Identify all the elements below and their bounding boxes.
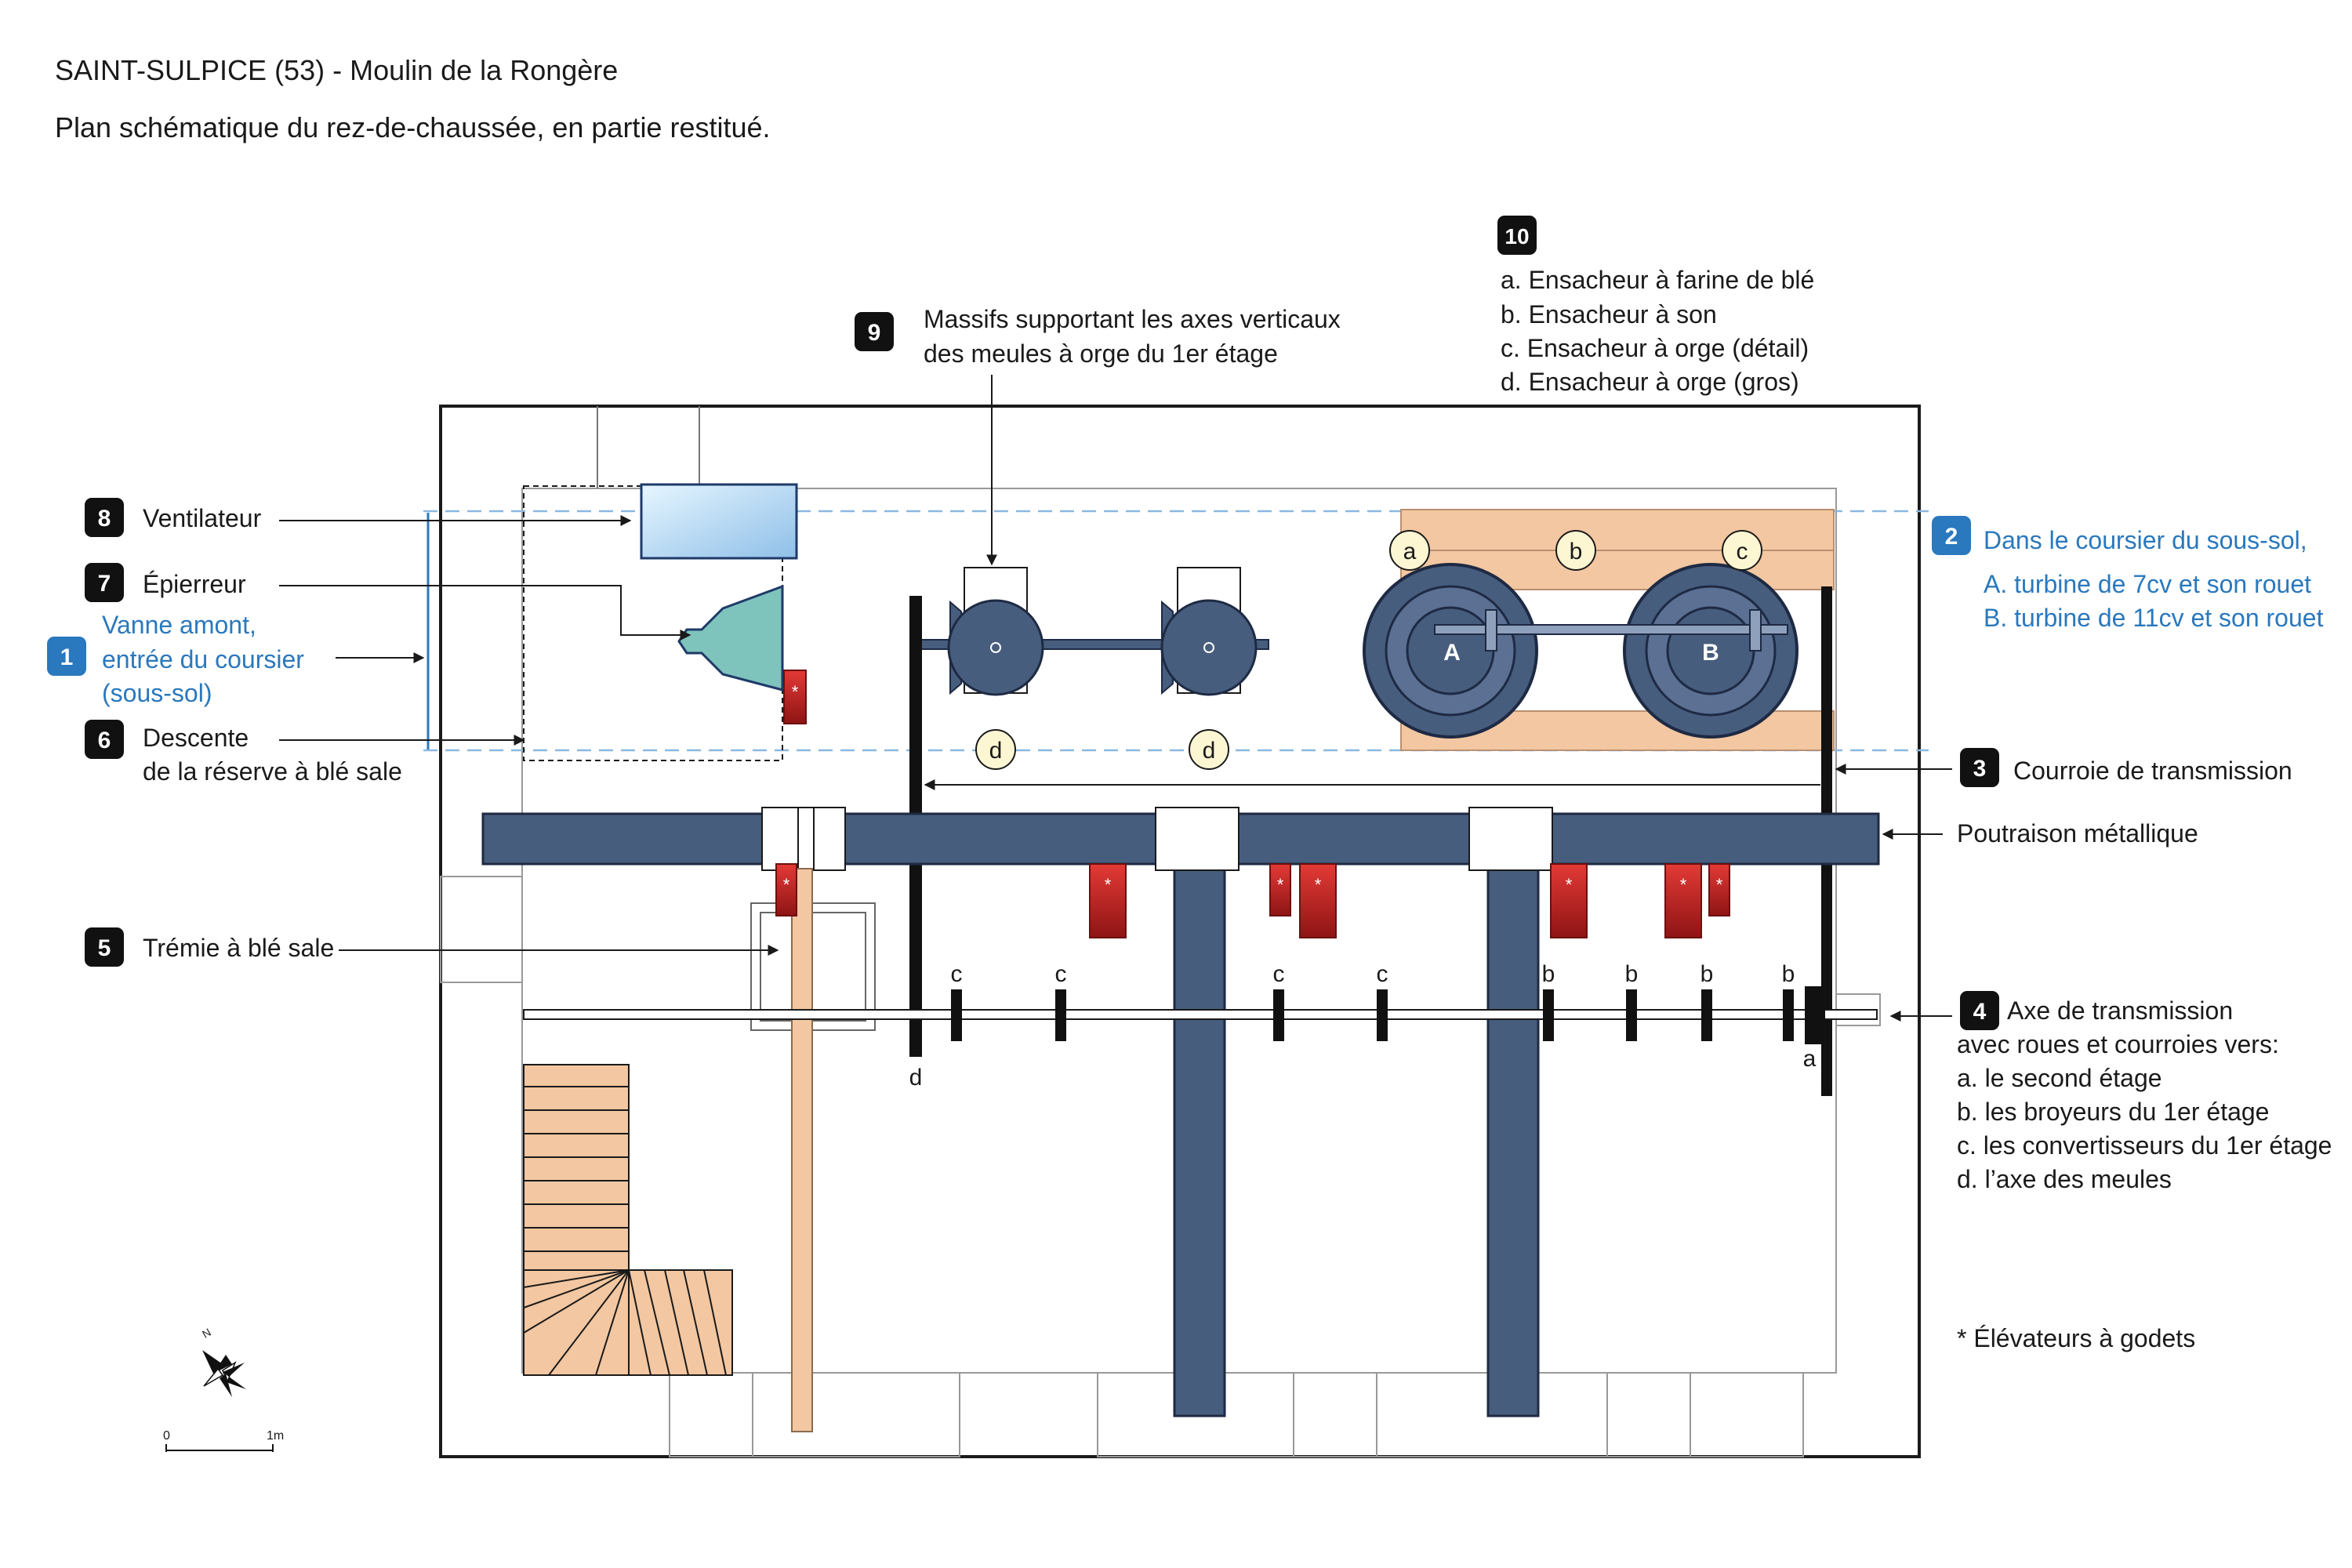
callout-9-num: 9	[868, 320, 881, 346]
scale-one: 1m	[267, 1429, 284, 1443]
callout-1-line3: (sous-sol)	[102, 679, 212, 707]
callout-10-line4: d. Ensacheur à orge (gros)	[1501, 368, 1799, 396]
bagger-b-label: b	[1570, 539, 1583, 564]
callout-10-line1: a. Ensacheur à farine de blé	[1501, 266, 1814, 294]
elevator-star: *	[1277, 875, 1284, 895]
callout-3-text: Courroie de transmission	[2013, 757, 2292, 785]
axis-mark-c: c	[951, 961, 963, 987]
tremie-ble-sale: *	[750, 863, 876, 1432]
north-arrow-icon: N	[200, 1326, 246, 1397]
callout-7-text: Épierreur	[143, 570, 246, 598]
poutraison-label: Poutraison métallique	[1957, 819, 2198, 848]
callout-2-num: 2	[1945, 524, 1958, 550]
callout-8: 8 Ventilateur	[85, 498, 262, 537]
page-subtitle: Plan schématique du rez-de-chaussée, en …	[55, 111, 771, 143]
axis-mark-b: b	[1700, 961, 1714, 987]
turbine-a-label: A	[1443, 640, 1461, 666]
callout-4-line4: b. les broyeurs du 1er étage	[1957, 1098, 2269, 1126]
callout-6-line2: de la réserve à blé sale	[143, 757, 402, 786]
callout-6: 6 Descente de la réserve à blé sale	[85, 720, 402, 786]
axis-mark-b: b	[1625, 961, 1639, 987]
bucket-elevators: * * * * * *	[1089, 863, 1730, 938]
callout-4-line6: d. l’axe des meules	[1957, 1165, 2172, 1193]
bagger-a-label: a	[1403, 539, 1417, 564]
axis-mark-b: b	[1542, 961, 1555, 987]
callout-7: 7 Épierreur	[85, 563, 246, 602]
callout-3: 3 Courroie de transmission	[1960, 748, 2292, 787]
callout-2-line2: A. turbine de 7cv et son rouet	[1984, 570, 2311, 598]
callout-10: 10 a. Ensacheur à farine de blé b. Ensac…	[1497, 216, 1814, 396]
elevator-star: *	[783, 875, 790, 895]
leader-lines	[279, 375, 1952, 1022]
epierreur: *	[677, 584, 807, 724]
ventilateur	[640, 483, 798, 560]
staircase	[523, 1064, 733, 1376]
callout-9: 9 Massifs supportant les axes verticaux …	[855, 305, 1341, 368]
callout-1-num: 1	[60, 644, 74, 670]
elevator-star: *	[1105, 875, 1112, 895]
callout-8-num: 8	[98, 506, 111, 532]
bagger-c-label: c	[1737, 539, 1748, 564]
turbines: A B	[1363, 509, 1835, 751]
callout-2: 2 Dans le coursier du sous-sol, A. turbi…	[1932, 516, 2324, 632]
callout-9-line2: des meules à orge du 1er étage	[924, 339, 1278, 368]
callout-4-line2: avec roues et courroies vers:	[1957, 1030, 2279, 1058]
baggers-abc: a b c	[1389, 530, 1762, 571]
callout-3-num: 3	[1973, 756, 1987, 782]
millstone-supports: d d	[915, 567, 1269, 770]
callout-7-num: 7	[98, 571, 111, 597]
callout-6-line1: Descente	[143, 724, 249, 752]
callout-4-line5: c. les convertisseurs du 1er étage	[1957, 1131, 2332, 1160]
bagger-d-label-left: d	[989, 738, 1003, 764]
elevateurs-note: * Élévateurs à godets	[1957, 1324, 2195, 1352]
callout-10-line3: c. Ensacheur à orge (détail)	[1501, 334, 1809, 362]
callout-5: 5 Trémie à blé sale	[85, 927, 334, 967]
bagger-d-label-right: d	[1203, 738, 1216, 764]
elevator-star: *	[792, 682, 799, 702]
axis-mark-c: c	[1273, 961, 1285, 987]
elevator-star: *	[1315, 875, 1322, 895]
callout-2-line3: B. turbine de 11cv et son rouet	[1984, 604, 2324, 632]
callout-1-line2: entrée du coursier	[102, 645, 304, 673]
callout-10-num: 10	[1504, 224, 1529, 249]
callout-9-line1: Massifs supportant les axes verticaux	[924, 305, 1341, 333]
callout-4-line1: Axe de transmission	[2007, 996, 2233, 1025]
callout-6-num: 6	[98, 728, 111, 753]
callout-10-line2: b. Ensacheur à son	[1501, 300, 1717, 328]
axis-mark-a: a	[1803, 1046, 1817, 1072]
axis-mark-c: c	[1377, 961, 1388, 987]
callout-2-line1: Dans le coursier du sous-sol,	[1984, 526, 2307, 554]
axis-mark-b: b	[1782, 961, 1795, 987]
callout-4-num: 4	[1973, 999, 1987, 1025]
scale-bar: 0 1m	[163, 1429, 284, 1452]
callout-8-text: Ventilateur	[143, 504, 262, 532]
axis-mark-d: d	[909, 1065, 923, 1091]
turbine-b-label: B	[1702, 640, 1719, 666]
callout-4-line3: a. le second étage	[1957, 1064, 2162, 1092]
page-title: SAINT-SULPICE (53) - Moulin de la Rongèr…	[55, 54, 618, 86]
compass-north: N	[200, 1326, 213, 1341]
callout-4: 4 Axe de transmission avec roues et cour…	[1957, 991, 2332, 1193]
callout-5-num: 5	[98, 935, 111, 961]
elevator-star: *	[1716, 875, 1723, 895]
callout-5-text: Trémie à blé sale	[143, 934, 334, 962]
axis-mark-c: c	[1055, 961, 1067, 987]
metal-beam	[481, 807, 1880, 1417]
scale-zero: 0	[163, 1429, 170, 1443]
callout-1-line1: Vanne amont,	[102, 611, 256, 639]
elevator-star: *	[1566, 875, 1573, 895]
transmission-axis	[523, 986, 1878, 1044]
elevator-star: *	[1680, 875, 1687, 895]
callout-1: 1 Vanne amont, entrée du coursier (sous-…	[47, 611, 304, 707]
